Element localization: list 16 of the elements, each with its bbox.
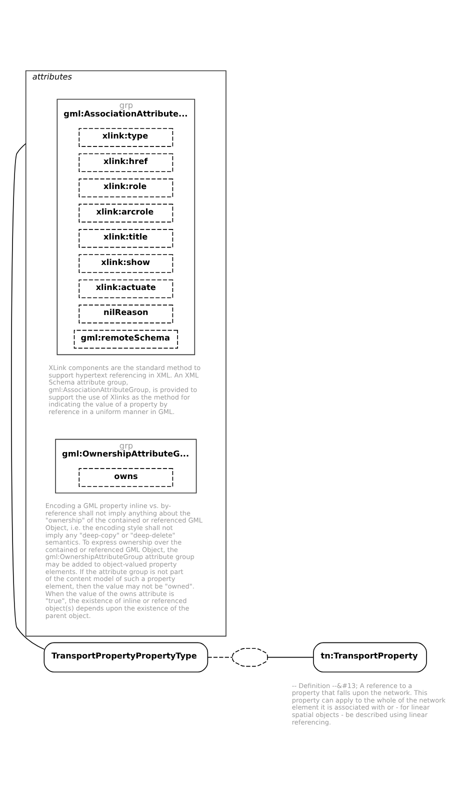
node-box: xlink:arcrole (78, 203, 174, 222)
connector (10, 142, 45, 650)
node-box: xlink:role (78, 178, 174, 197)
node-box: xlink:show (78, 254, 174, 272)
node-box: tn:TransportProperty (313, 642, 427, 672)
node-box: TransportPropertyPropertyType (44, 642, 208, 672)
node-box: xlink:type (78, 128, 174, 146)
node-box (232, 647, 268, 666)
node-box: gml:remoteSchema (74, 329, 178, 348)
node-box: xlink:href (78, 152, 174, 172)
node-box: xlink:actuate (78, 278, 174, 298)
node-box: owns (78, 468, 174, 486)
node-box: xlink:title (78, 228, 174, 248)
node-box: nilReason (78, 304, 174, 323)
connector (207, 656, 233, 658)
connector (267, 656, 314, 658)
